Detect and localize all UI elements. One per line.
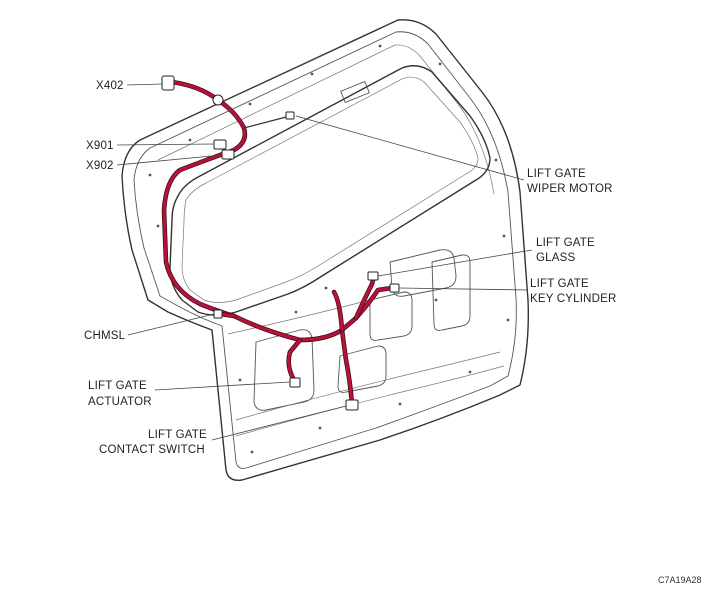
label-glass-line1: LIFT GATE bbox=[536, 237, 595, 249]
label-keycyl-line1: LIFT GATE bbox=[530, 278, 589, 290]
wiring-harness bbox=[161, 79, 395, 407]
connector-x402 bbox=[161, 75, 175, 91]
label-actuator-line1: LIFT GATE bbox=[88, 380, 147, 392]
liftgate-panel bbox=[121, 19, 530, 481]
label-contact-line2: CONTACT SWITCH bbox=[99, 444, 205, 456]
label-wiper-line2: WIPER MOTOR bbox=[527, 183, 613, 195]
label-chmsl: CHMSL bbox=[84, 330, 126, 342]
label-x402: X402 bbox=[96, 80, 124, 92]
label-wiper-line1: LIFT GATE bbox=[527, 168, 586, 180]
label-contact-line1: LIFT GATE bbox=[148, 429, 207, 441]
label-actuator-line2: ACTUATOR bbox=[88, 396, 152, 408]
connector-keycylinder bbox=[389, 283, 400, 293]
connector-actuator bbox=[289, 377, 301, 388]
label-x901: X901 bbox=[86, 140, 114, 152]
label-glass-line2: GLASS bbox=[536, 252, 575, 264]
connector-glass bbox=[367, 271, 379, 281]
labels: X402 X901 X902 LIFT GATE WIPER MOTOR LIF… bbox=[84, 80, 702, 585]
connector-x902 bbox=[221, 149, 235, 160]
connector-contact-switch bbox=[345, 399, 359, 411]
connector-x901 bbox=[213, 139, 227, 150]
figure-id: C7A19A28 bbox=[658, 575, 702, 585]
connectors bbox=[161, 75, 400, 411]
label-keycyl-line2: KEY CYLINDER bbox=[530, 293, 617, 305]
connector-wiper bbox=[285, 111, 295, 120]
label-x902: X902 bbox=[86, 160, 114, 172]
connector-chmsl bbox=[213, 309, 223, 319]
leader-lines bbox=[116, 83, 533, 441]
